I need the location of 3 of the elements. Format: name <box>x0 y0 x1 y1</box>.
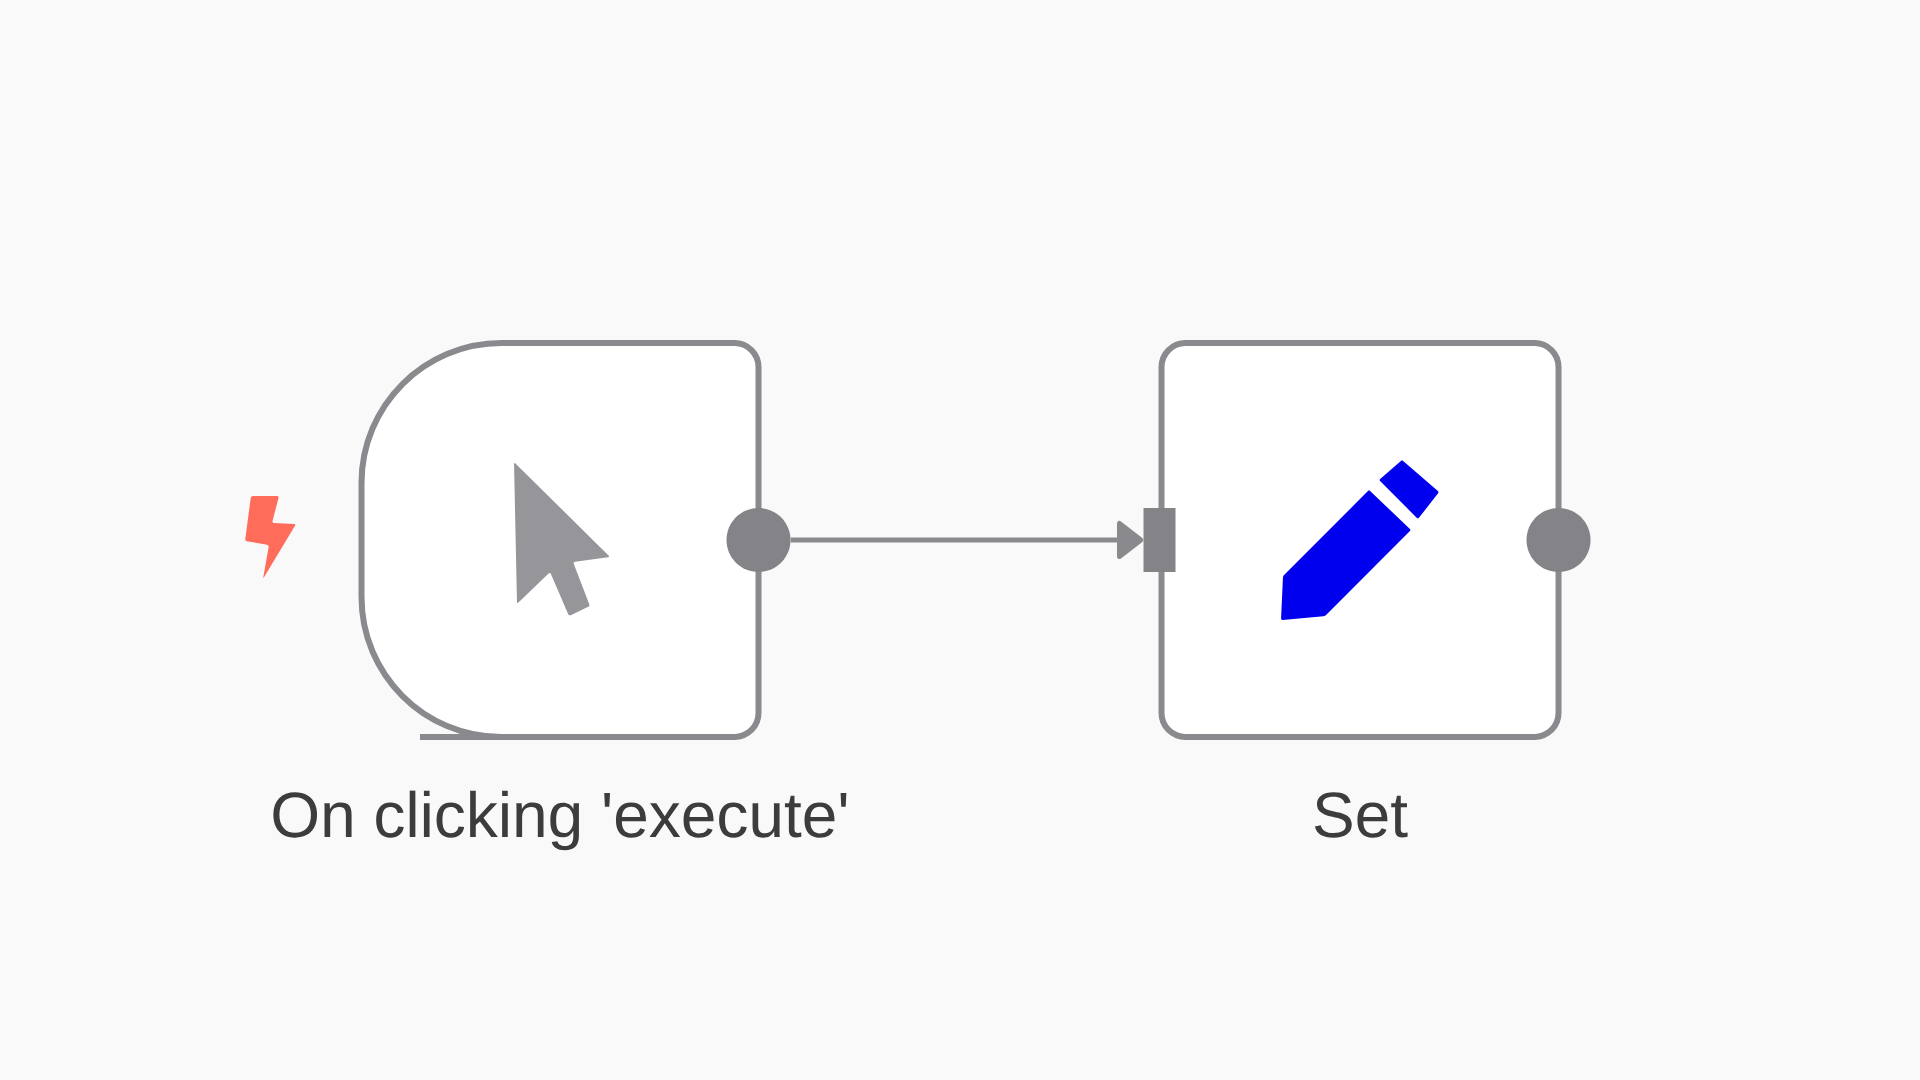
node-label: Set <box>1314 792 1408 838</box>
node-label: On clicking 'execute' <box>273 790 847 851</box>
arrow <box>790 521 1144 560</box>
